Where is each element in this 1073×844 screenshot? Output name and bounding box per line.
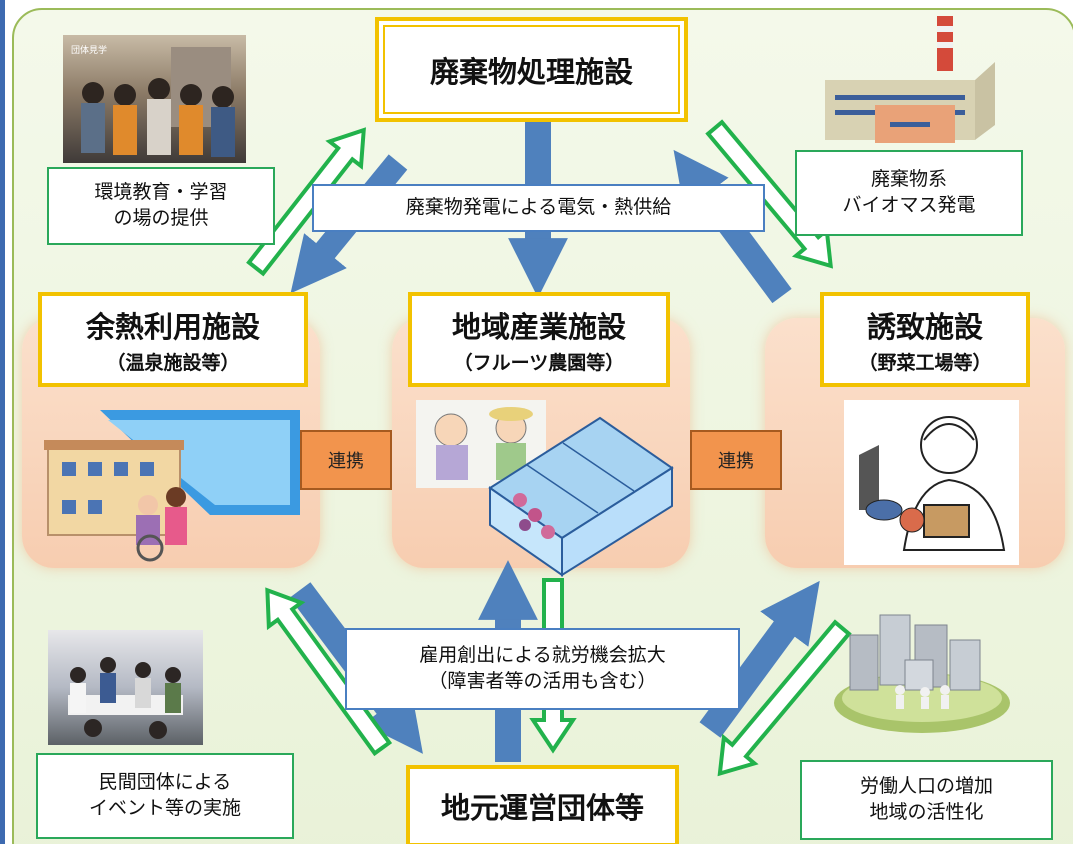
regional-industry-node: 地域産業施設 （フルーツ農園等） [408, 292, 670, 387]
link-heat-industry: 連携 [300, 430, 392, 490]
private-events-label: 民間団体による イベント等の実施 [88, 771, 241, 819]
school-tour-photo: 団体見学 [63, 35, 246, 163]
env-education-box: 環境教育・学習 の場の提供 [47, 167, 275, 245]
event-people [68, 657, 183, 739]
biomass-label: 廃棄物系 バイオマス発電 [842, 168, 976, 216]
waste-heat-node: 余熱利用施設 （温泉施設等） [38, 292, 308, 387]
arrow-heat-to-education [246, 127, 366, 277]
biomass-box: 廃棄物系 バイオマス発電 [795, 150, 1023, 236]
waste-facility-node: 廃棄物処理施設 [375, 17, 688, 122]
power-supply-box: 廃棄物発電による電気・熱供給 [312, 184, 765, 232]
farmers-drawing [434, 407, 533, 480]
env-education-label: 環境教育・学習 の場の提供 [94, 181, 228, 229]
workforce-label: 労働人口の増加 地域の活性化 [859, 775, 993, 823]
local-org-label: 地元運営団体等 [440, 791, 644, 825]
link-label-2: 連携 [718, 451, 754, 472]
regional-industry-label: 地域産業施設 [451, 310, 626, 344]
arrow-attracted-to-workforce [717, 619, 852, 777]
regional-industry-text: 地域産業施設 （フルーツ農園等） [452, 304, 626, 375]
private-events-box: 民間団体による イベント等の実施 [36, 753, 294, 839]
power-supply-label: 廃棄物発電による電気・熱供給 [405, 196, 672, 219]
left-border [0, 0, 5, 844]
attracted-label: 誘致施設 [866, 310, 983, 344]
worker-drawing [859, 416, 1006, 551]
waste-heat-label: 余熱利用施設 [85, 310, 260, 344]
attracted-text: 誘致施設 （野菜工場等） [858, 304, 991, 375]
workforce-box: 労働人口の増加 地域の活性化 [800, 760, 1053, 840]
attracted-node: 誘致施設 （野菜工場等） [820, 292, 1030, 387]
photo-caption: 団体見学 [71, 46, 108, 56]
event-photo [48, 630, 203, 745]
waste-heat-text: 余熱利用施設 （温泉施設等） [86, 304, 260, 375]
school-tour-people [81, 47, 235, 157]
waste-facility-label: 廃棄物処理施設 [429, 54, 633, 89]
attracted-sublabel: （野菜工場等） [858, 352, 992, 374]
vegetable-factory-illustration [844, 400, 1019, 565]
employment-label: 雇用創出による就労機会拡大 （障害者等の活用も含む） [419, 644, 666, 692]
regional-industry-sublabel: （フルーツ農園等） [453, 352, 625, 374]
waste-facility-inner-border [383, 25, 680, 114]
local-org-node: 地元運営団体等 [406, 765, 679, 844]
link-label-1: 連携 [328, 451, 364, 472]
link-industry-attracted: 連携 [690, 430, 782, 490]
arrow-org-to-heat [265, 587, 393, 757]
waste-heat-sublabel: （温泉施設等） [106, 352, 240, 374]
employment-box: 雇用創出による就労機会拡大 （障害者等の活用も含む） [345, 628, 740, 710]
